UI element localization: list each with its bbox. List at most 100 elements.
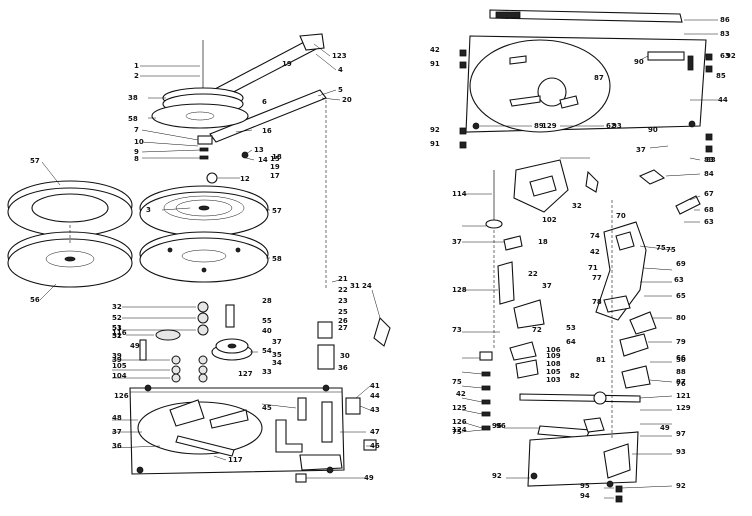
left-callout-59: 41 (370, 382, 380, 390)
right-callout-42: 78 (592, 298, 602, 306)
right-callout-6: 90 (634, 58, 644, 66)
right-callout-52: 105 (546, 368, 561, 376)
left-callout-36: 31 (112, 332, 122, 340)
left-callout-53: 39 (112, 352, 122, 360)
right-callout-54: 64 (566, 338, 576, 346)
left-callout-32: 32 (112, 303, 122, 311)
left-callout-35: 52 (112, 332, 122, 340)
left-callout-7: 38 (128, 94, 138, 102)
left-callout-26: 58 (272, 255, 282, 263)
right-callout-22: 67 (704, 190, 714, 198)
left-callout-48: 54 (262, 347, 272, 355)
left-callout-38: 25 (338, 308, 348, 316)
left-callout-20: 17 (270, 172, 280, 180)
right-callout-41: 65 (676, 292, 686, 300)
left-callout-39: 26 (338, 317, 348, 325)
right-callout-64: 129 (676, 404, 691, 412)
left-callout-42: 51 (112, 324, 122, 332)
right-callout-35: 75 (656, 244, 666, 252)
left-callout-50: 37 (272, 338, 282, 346)
right-callout-28: 74 (590, 232, 600, 240)
right-callout-70: 97 (676, 430, 686, 438)
left-callout-43: 27 (338, 324, 348, 332)
left-callout-5: 20 (342, 96, 352, 104)
right-callout-59: 106 (546, 346, 561, 354)
left-callout-34: 53 (112, 324, 122, 332)
left-callout-24: 57 (30, 157, 40, 165)
right-callout-14: 62 (606, 122, 616, 130)
left-callout-54: 105 (112, 362, 127, 370)
leader-lines (39, 19, 718, 499)
right-callout-61: 76 (676, 380, 686, 388)
left-callout-45: 36 (338, 364, 348, 372)
left-callout-64: 36 (112, 442, 122, 450)
left-callout-58: 45 (262, 404, 272, 412)
right-callout-12: 93 (612, 122, 622, 130)
left-callout-56: 127 (238, 370, 253, 378)
right-callout-24: 63 (704, 218, 714, 226)
right-callout-51: 108 (546, 360, 561, 368)
left-callout-55: 104 (112, 372, 127, 380)
left-callout-61: 43 (370, 406, 380, 414)
right-callout-39: 37 (542, 282, 552, 290)
right-callout-44: 73 (452, 326, 462, 334)
left-callout-30: 24 (362, 282, 372, 290)
right-callout-57: 88 (676, 368, 686, 376)
left-callout-37: 39 (112, 356, 122, 364)
right-callout-66: 126 (452, 418, 467, 426)
right-callout-30: 37 (452, 238, 462, 246)
right-callout-65: 125 (452, 404, 467, 412)
left-callout-6: 19 (282, 60, 292, 68)
right-callout-4: 92 (726, 52, 736, 60)
right-callout-9: 92 (430, 126, 440, 134)
left-callout-68: 46 (370, 442, 380, 450)
left-callout-57: 126 (114, 392, 129, 400)
left-callout-16: 15 (270, 155, 280, 163)
right-callout-17: 63 (720, 52, 730, 60)
left-callout-22: 3 (146, 206, 151, 214)
left-callout-40: 30 (340, 352, 350, 360)
left-callout-67: 49 (130, 342, 140, 350)
left-callout-31: 31 (350, 282, 360, 290)
right-callout-71: 93 (676, 448, 686, 456)
right-callout-18: 83 (704, 156, 714, 164)
left-callout-11: 16 (262, 127, 272, 135)
right-callout-36: 77 (592, 274, 602, 282)
left-callout-3: 4 (338, 66, 343, 74)
right-callout-56: 87 (676, 378, 686, 386)
right-callout-27: 70 (616, 212, 626, 220)
left-callout-15: 14 (258, 156, 268, 164)
right-callout-74: 92 (676, 482, 686, 490)
left-callout-52: 28 (262, 297, 272, 305)
left-callout-12: 10 (134, 138, 144, 146)
left-callout-23: 57 (272, 207, 282, 215)
right-callout-40: 128 (452, 286, 467, 294)
left-callout-47: 40 (262, 327, 272, 335)
right-callout-76: 96 (496, 422, 506, 430)
right-callout-31: 18 (538, 238, 548, 246)
right-callout-33: 69 (676, 260, 686, 268)
left-callout-65: 47 (370, 428, 380, 436)
right-callout-38: 63 (674, 276, 684, 284)
left-callout-46: 35 (272, 351, 282, 359)
right-callout-8: 44 (718, 96, 728, 104)
right-callout-68: 75 (452, 428, 462, 436)
left-callout-49: 34 (272, 359, 282, 367)
right-callout-13: 89 (534, 122, 544, 130)
right-callout-73: 92 (492, 472, 502, 480)
right-callout-34: 71 (588, 264, 598, 272)
left-callout-14: 9 (134, 148, 139, 156)
right-callout-58: 82 (570, 372, 580, 380)
right-callout-46: 53 (566, 324, 576, 332)
left-callout-51: 33 (262, 368, 272, 376)
left-callout-44: 55 (262, 317, 272, 325)
right-callout-7: 85 (716, 72, 726, 80)
left-assembly (7, 33, 391, 483)
right-callout-29: 75 (666, 246, 676, 254)
left-callout-2: 123 (332, 52, 347, 60)
right-callout-25: 83 (706, 156, 716, 164)
left-callout-62: 48 (112, 414, 122, 422)
right-callout-5: 87 (594, 74, 604, 82)
